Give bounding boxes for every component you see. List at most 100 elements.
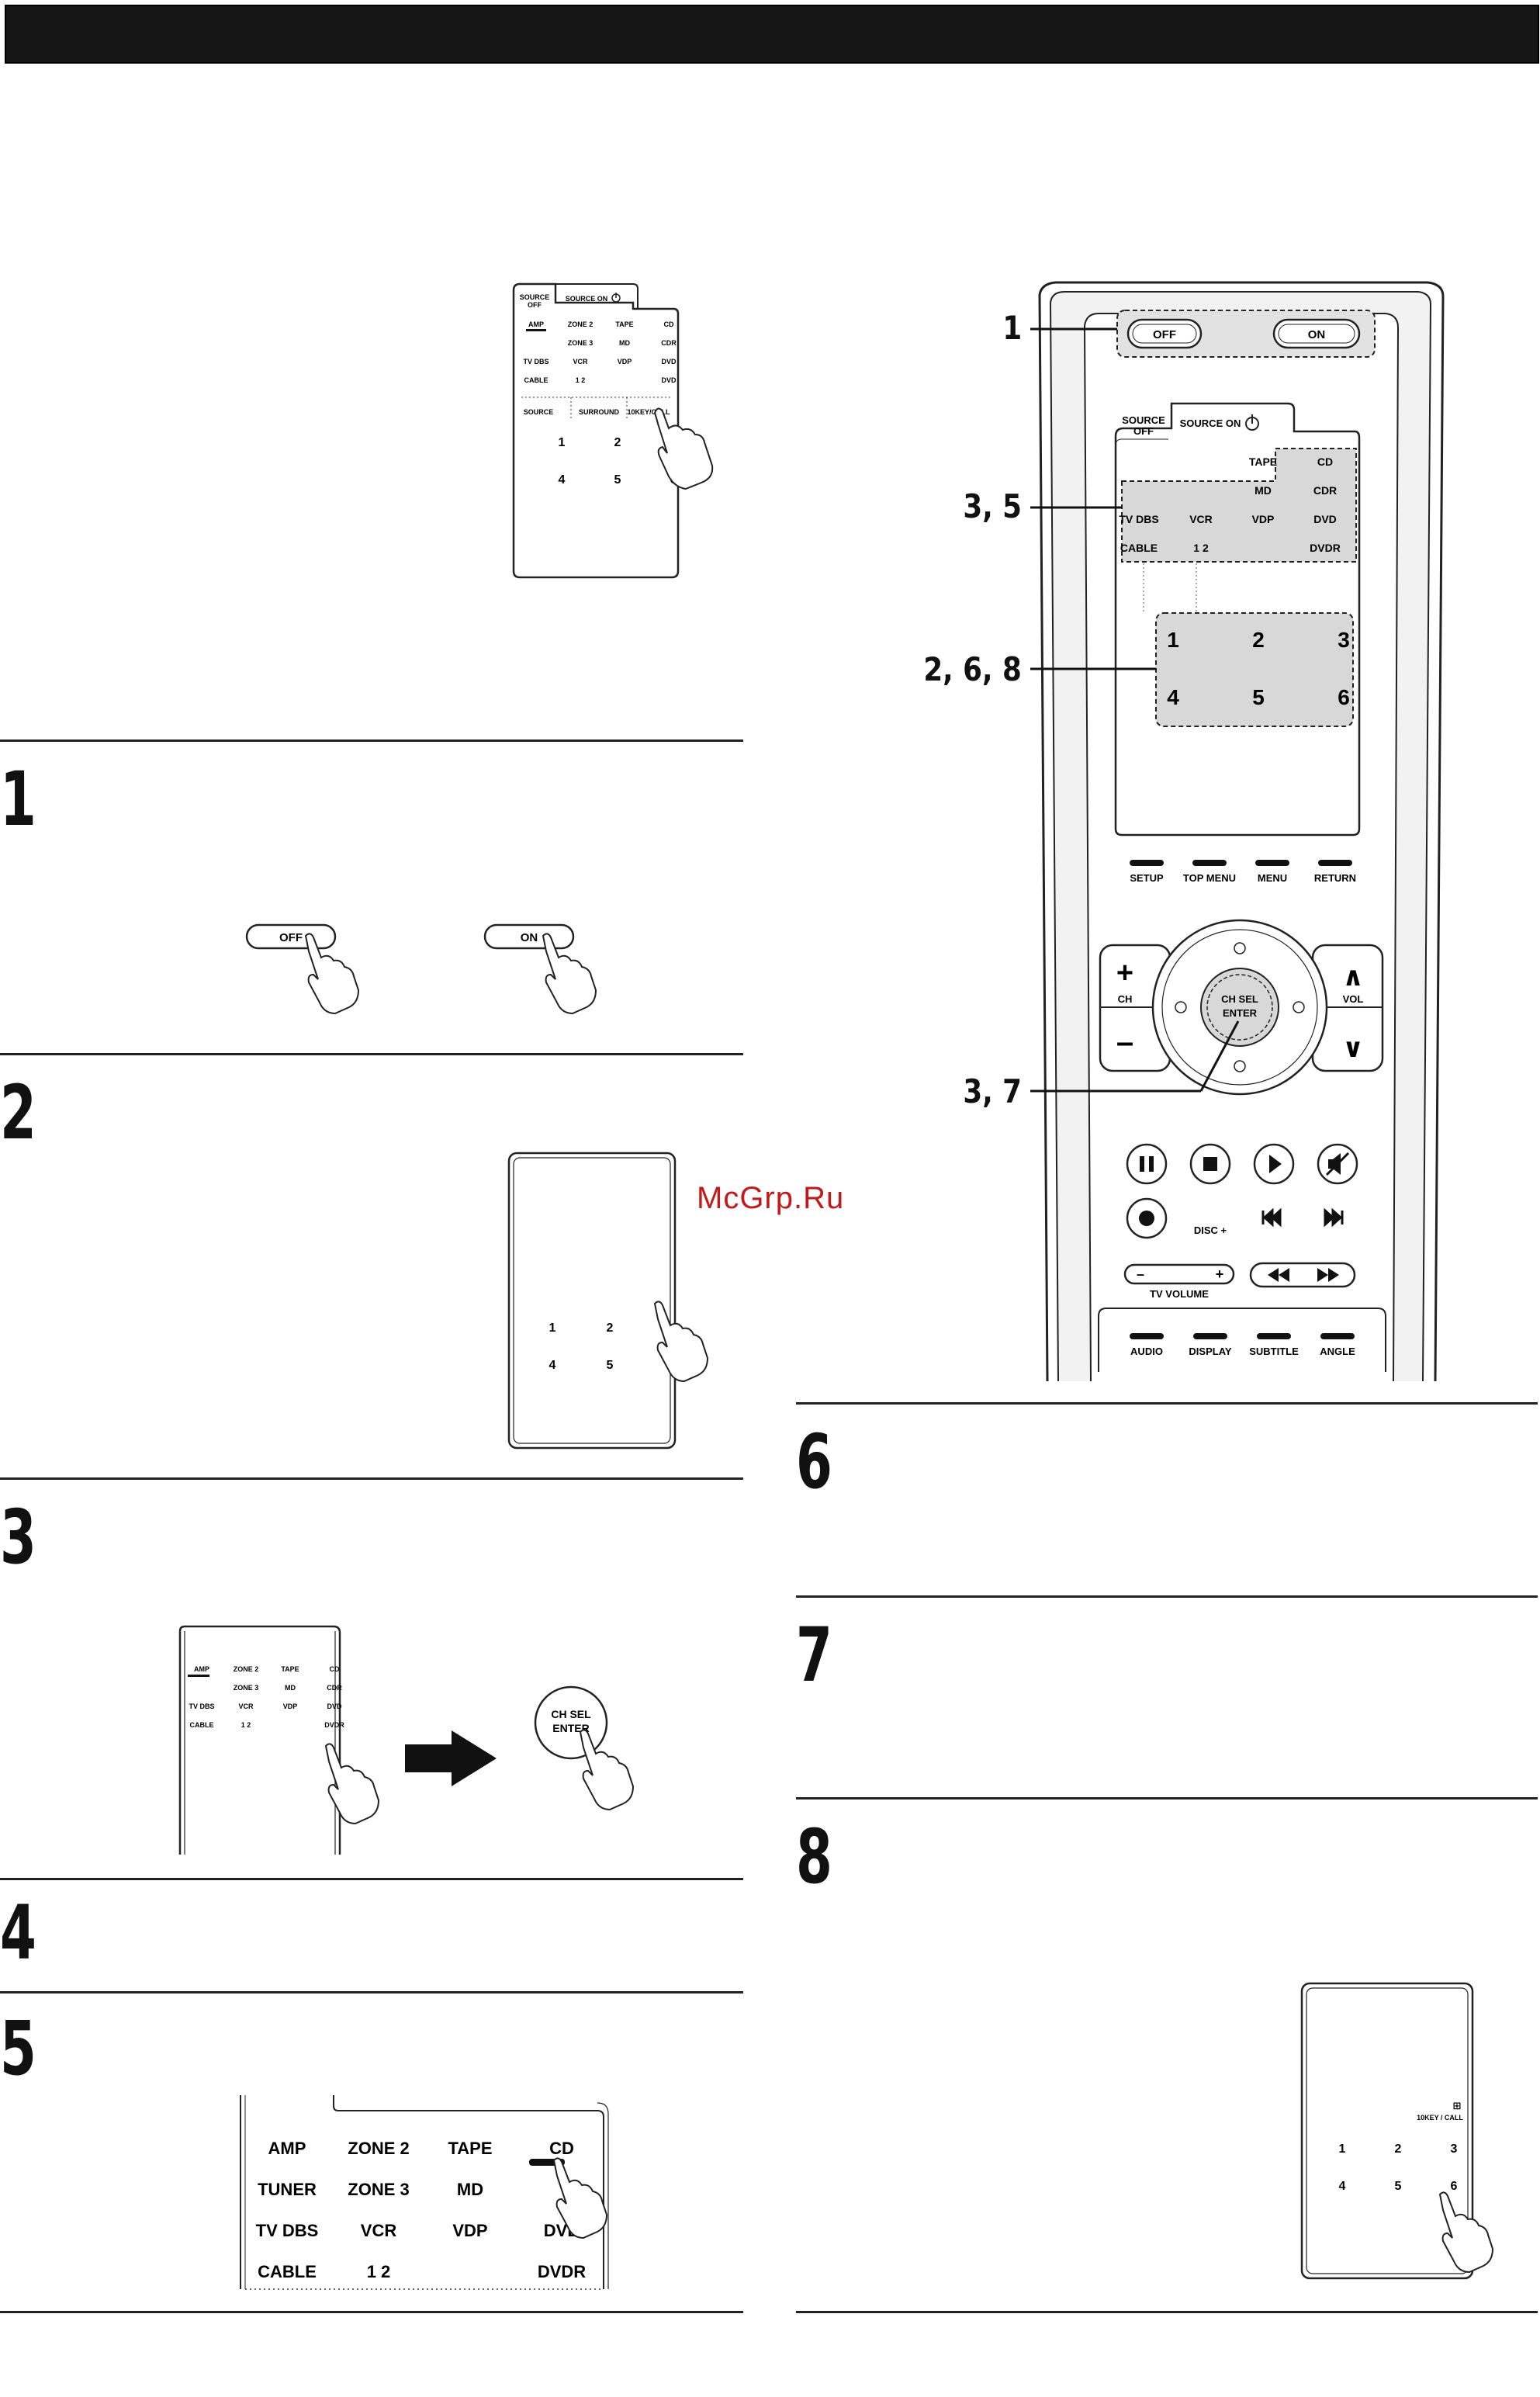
source-button: VDP — [283, 1702, 298, 1710]
divider — [0, 740, 743, 742]
digit-button: 3 — [1451, 2142, 1458, 2156]
source-button: VCR — [238, 1702, 254, 1710]
on-button — [1272, 318, 1361, 349]
menu-button-bar[interactable] — [1130, 860, 1164, 866]
source-button: AMP — [268, 2139, 306, 2158]
function-button-bar[interactable] — [1130, 1333, 1164, 1339]
source-button: CDR — [1313, 484, 1337, 497]
digit-button: 4 — [549, 1359, 556, 1372]
source-on-label: SOURCE ON — [1180, 417, 1241, 429]
source-button: CDR — [661, 339, 677, 347]
hand-pointer-icon — [552, 2157, 608, 2239]
divider — [0, 1477, 743, 1480]
source-button: 1 2 — [1193, 542, 1209, 554]
source-off-label: SOURCE — [1122, 414, 1165, 426]
digit-button: 5 — [607, 1359, 614, 1372]
source-button: ZONE 2 — [234, 1665, 259, 1673]
digit-button: 2 — [1395, 2142, 1402, 2156]
digit-button: 3 — [1338, 628, 1350, 652]
step-number: 4 — [0, 1890, 36, 1976]
svg-text:–: – — [1137, 1266, 1144, 1282]
menu-button-bar[interactable] — [1318, 860, 1352, 866]
source-button: CABLE — [190, 1721, 214, 1729]
source-button: TV DBS — [256, 2221, 319, 2240]
ch-down-button: – — [1116, 1025, 1133, 1059]
step-number: 1 — [0, 756, 36, 843]
source-off-label: SOURCE — [520, 293, 550, 301]
divider — [796, 2311, 1538, 2313]
skip-forward-icon — [1324, 1207, 1344, 1228]
function-button-bar[interactable] — [1320, 1333, 1355, 1339]
divider — [796, 1402, 1538, 1405]
source-button: VCR — [361, 2221, 397, 2240]
source-button: DVD — [327, 1702, 342, 1710]
tab-10key: 10KEY/CALL — [627, 408, 670, 416]
step-number: 2 — [0, 1069, 36, 1156]
hand-pointer-icon — [579, 1729, 635, 1811]
source-button: ZONE 2 — [568, 320, 594, 328]
source-button: TAPE — [1249, 455, 1277, 468]
source-button: 1 2 — [367, 2262, 391, 2281]
function-button-bar[interactable] — [1257, 1333, 1291, 1339]
remote-control: OFF ON SOURCE OFF SOURCE ON TAPE CD MD CDR T… — [1038, 281, 1445, 1381]
divider — [796, 1595, 1538, 1598]
digit-buttons-highlight — [1155, 612, 1354, 727]
callout-label: 2, 6, 8 — [923, 650, 1022, 688]
step-number: 3 — [0, 1494, 36, 1581]
step-number: 6 — [796, 1418, 832, 1505]
svg-text:OFF: OFF — [1153, 328, 1176, 341]
source-button: DVD — [661, 358, 677, 365]
arrow-right-icon — [405, 1730, 497, 1786]
source-button: DVDR — [1310, 542, 1341, 554]
divider — [0, 2311, 743, 2313]
menu-button-label: TOP MENU — [1183, 872, 1236, 884]
source-button: DVDR — [538, 2262, 586, 2281]
step-number: 7 — [796, 1612, 832, 1699]
source-button: CD — [664, 320, 674, 328]
digit-button: 2 — [614, 436, 621, 449]
menu-button-bar[interactable] — [1255, 860, 1289, 866]
source-button: DVD — [661, 376, 677, 384]
svg-text:CH: CH — [1118, 993, 1133, 1005]
divider — [796, 1797, 1538, 1799]
svg-text:ON: ON — [521, 931, 538, 944]
source-button: TV DBS — [1119, 513, 1158, 525]
source-off-label: OFF — [1133, 425, 1154, 437]
digit-button: 5 — [614, 473, 621, 487]
function-button-bar[interactable] — [1193, 1333, 1227, 1339]
pause-icon — [1126, 1143, 1168, 1185]
function-button-label: AUDIO — [1130, 1346, 1163, 1357]
digit-button: 4 — [1167, 685, 1179, 709]
source-button: CABLE — [258, 2262, 317, 2281]
digit-button: 4 — [1339, 2180, 1346, 2193]
tab-source: SOURCE — [524, 408, 554, 416]
source-button: CD — [1317, 455, 1333, 468]
digit-button: 6 — [1451, 2180, 1458, 2193]
fast-forward-icon — [1317, 1268, 1339, 1282]
source-button: ZONE 2 — [348, 2139, 409, 2158]
source-button: MD — [1254, 484, 1272, 497]
hand-pointer-icon — [304, 933, 360, 1015]
step-number: 5 — [0, 2005, 36, 2092]
source-button: ZONE 3 — [568, 339, 594, 347]
source-button: 1 2 — [241, 1721, 251, 1729]
svg-text:OFF: OFF — [279, 931, 303, 944]
ch-up-button: + — [1116, 957, 1133, 989]
source-button: MD — [619, 339, 630, 347]
10key-call-label: 10KEY / CALL — [1417, 2114, 1463, 2122]
source-button: CABLE — [1120, 542, 1158, 554]
svg-text:ON: ON — [1308, 328, 1326, 341]
source-button: MD — [457, 2180, 483, 2199]
nav-left-dot — [1175, 1001, 1187, 1013]
nav-right-dot — [1293, 1001, 1305, 1013]
off-button — [1126, 318, 1203, 349]
function-button-label: DISPLAY — [1189, 1346, 1231, 1357]
callout-label: 3, 5 — [963, 487, 1022, 525]
function-button-label: SUBTITLE — [1249, 1346, 1299, 1357]
nav-up-dot — [1234, 942, 1246, 954]
menu-button-bar[interactable] — [1192, 860, 1227, 866]
hand-pointer-icon — [324, 1743, 380, 1825]
